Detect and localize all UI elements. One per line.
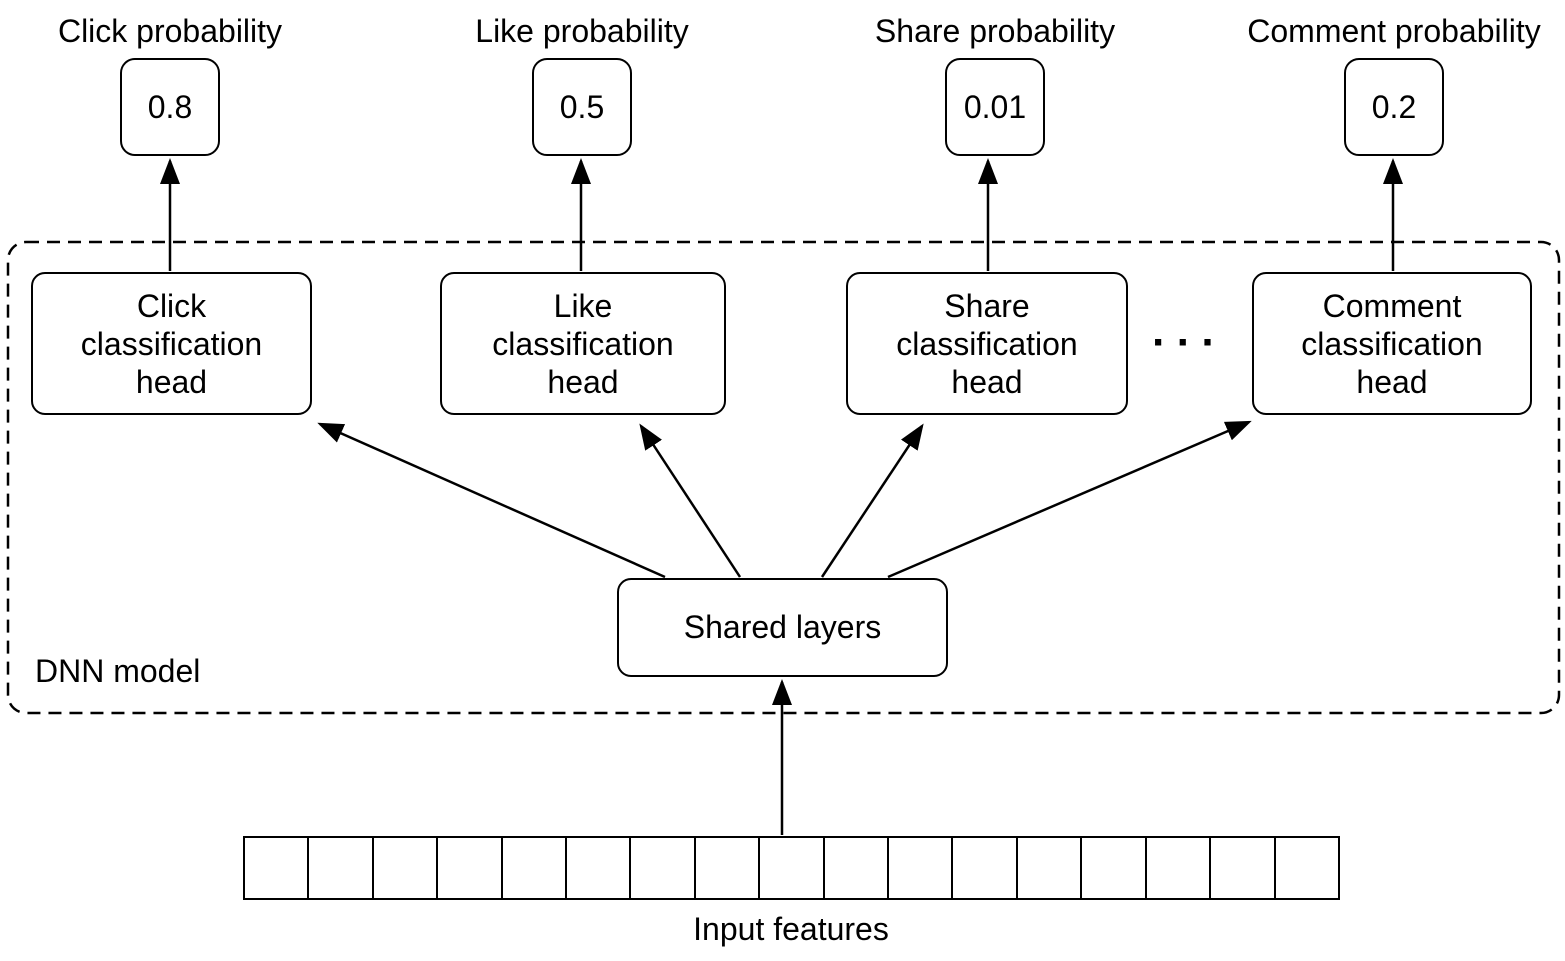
comment-probability-label: Comment probability [1247, 13, 1541, 49]
input-cell [951, 838, 1015, 898]
arrow-shared-to-share-head [820, 423, 924, 578]
like-probability-value-box: 0.5 [532, 58, 632, 156]
input-cell [1144, 838, 1209, 898]
input-cell [565, 838, 629, 898]
input-cell [436, 838, 500, 898]
input-cell [307, 838, 371, 898]
more-heads-ellipsis: ··· [1152, 318, 1226, 367]
shared-layers-box: Shared layers [617, 578, 948, 677]
input-cell [822, 838, 887, 898]
like-probability-label: Like probability [475, 13, 689, 49]
comment-probability-value: 0.2 [1371, 88, 1417, 125]
click-probability-value: 0.8 [147, 88, 193, 125]
dnn-model-label: DNN model [35, 653, 201, 689]
input-cell [629, 838, 693, 898]
comment-probability-value-box: 0.2 [1344, 58, 1444, 156]
like-classification-head-box: Like classification head [440, 272, 726, 415]
input-cell [693, 838, 758, 898]
click-classification-head-box: Click classification head [31, 272, 312, 415]
share-probability-value-box: 0.01 [945, 58, 1045, 156]
input-cell [1209, 838, 1273, 898]
input-cell [1273, 838, 1338, 898]
input-strip [243, 836, 1340, 900]
input-cell [1080, 838, 1144, 898]
input-cell [887, 838, 951, 898]
input-cell [500, 838, 565, 898]
input-cell [245, 838, 307, 898]
share-probability-label: Share probability [874, 13, 1116, 49]
input-cell [371, 838, 436, 898]
like-probability-value: 0.5 [559, 88, 605, 125]
arrow-shared-to-like-head [639, 423, 742, 578]
click-probability-value-box: 0.8 [120, 58, 220, 156]
share-probability-value: 0.01 [963, 88, 1027, 125]
arrow-shared-to-click-head [317, 422, 666, 579]
input-cell [758, 838, 822, 898]
input-cell [1015, 838, 1080, 898]
click-probability-label: Click probability [57, 13, 283, 49]
arrow-shared-to-comment-head [887, 420, 1252, 579]
share-classification-head-box: Share classification head [846, 272, 1128, 415]
comment-classification-head-box: Comment classification head [1252, 272, 1532, 415]
input-features-label: Input features [693, 911, 889, 947]
